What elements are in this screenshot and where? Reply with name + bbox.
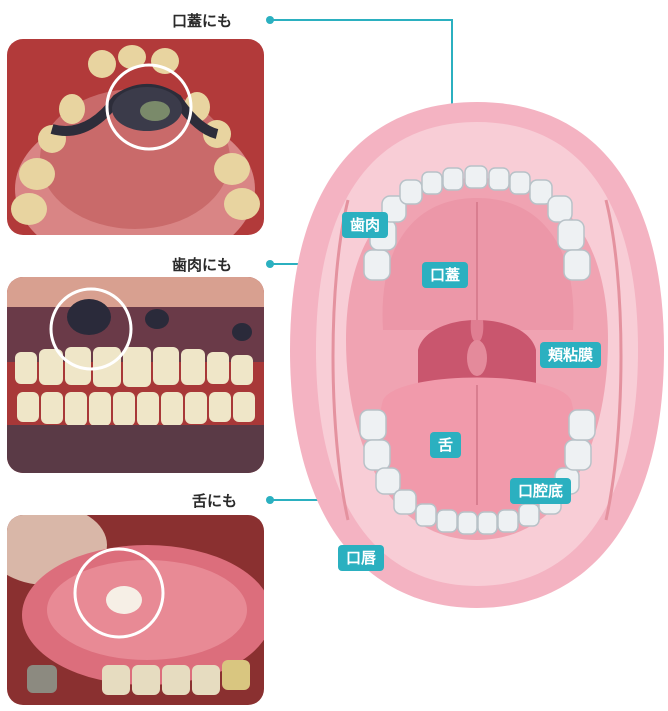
label-tongue: 舌 [430, 432, 461, 458]
label-floor-of-mouth: 口腔底 [510, 478, 571, 504]
caption-gum: 歯肉にも [172, 254, 232, 275]
label-buccal-mucosa: 頬粘膜 [540, 342, 601, 368]
leader-dot-tongue [266, 496, 274, 504]
photo-palate-lesion [7, 39, 264, 235]
photo-gum-lesion [7, 277, 264, 473]
caption-tongue: 舌にも [192, 490, 237, 511]
label-lip: 口唇 [338, 545, 384, 571]
photo-tongue-lesion [7, 515, 264, 705]
mouth-diagram [288, 100, 666, 610]
leader-dot-gum [266, 260, 274, 268]
label-palate: 口蓋 [422, 262, 468, 288]
leader-dot-palate [266, 16, 274, 24]
caption-palate: 口蓋にも [172, 10, 232, 31]
label-gum: 歯肉 [342, 212, 388, 238]
